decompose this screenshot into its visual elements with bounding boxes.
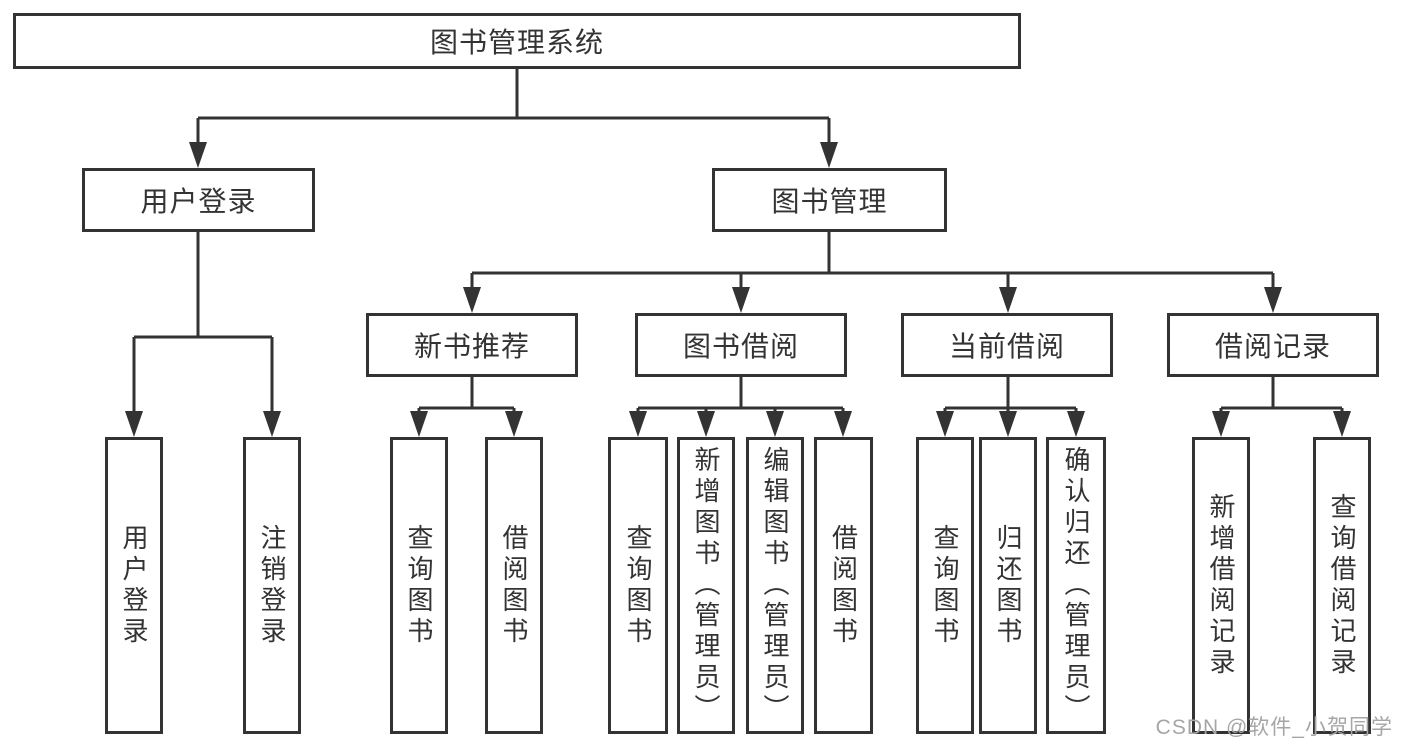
connector-root-to-level2 bbox=[196, 69, 831, 144]
arrow-down-icon bbox=[732, 287, 750, 313]
node-label: 归还图书 bbox=[993, 523, 1023, 648]
node-label: 借阅图书 bbox=[828, 523, 859, 648]
node-book-management: 图书管理 bbox=[712, 168, 947, 232]
node-label: 查询图书 bbox=[404, 523, 434, 648]
leaf-borrow-borrow-books: 借阅图书 bbox=[814, 437, 873, 734]
node-label: 新书推荐 bbox=[413, 331, 530, 362]
node-label: 用户登录 bbox=[140, 186, 257, 217]
node-label: 确认归还（管理员） bbox=[1061, 446, 1091, 725]
node-label: 查询图书 bbox=[930, 523, 960, 648]
leaf-recommend-borrow-books: 借阅图书 bbox=[485, 437, 543, 734]
node-label: 图书管理 bbox=[771, 186, 888, 217]
leaf-borrow-edit-books-admin: 编辑图书（管理员） bbox=[746, 437, 804, 734]
connector-bookmgmt-to-level3 bbox=[470, 232, 1275, 289]
connector-records-to-leaves bbox=[1219, 377, 1344, 413]
arrow-down-icon bbox=[766, 411, 784, 437]
arrow-down-icon bbox=[697, 411, 715, 437]
arrow-down-icon bbox=[999, 287, 1017, 313]
node-label: 图书管理系统 bbox=[429, 27, 604, 58]
node-label: 借阅记录 bbox=[1214, 331, 1331, 362]
node-book-borrow: 图书借阅 bbox=[635, 313, 847, 377]
node-label: 注销登录 bbox=[257, 523, 287, 648]
node-label: 借阅图书 bbox=[499, 523, 529, 648]
node-label: 图书借阅 bbox=[682, 331, 799, 362]
arrow-down-icon bbox=[505, 411, 523, 437]
node-borrow-records: 借阅记录 bbox=[1167, 313, 1379, 377]
arrow-down-icon bbox=[936, 411, 954, 437]
leaf-current-confirm-return-admin: 确认归还（管理员） bbox=[1046, 437, 1106, 734]
leaf-recommend-query-books: 查询图书 bbox=[390, 437, 448, 734]
arrow-down-icon bbox=[1212, 411, 1230, 437]
arrow-down-icon bbox=[263, 411, 281, 437]
arrow-down-icon bbox=[1264, 287, 1282, 313]
node-label: 当前借阅 bbox=[948, 331, 1065, 362]
arrow-down-icon bbox=[1067, 411, 1085, 437]
arrow-down-icon bbox=[410, 411, 428, 437]
arrow-down-icon bbox=[125, 411, 143, 437]
arrow-down-icon bbox=[1333, 411, 1351, 437]
leaf-user-login: 用户登录 bbox=[105, 437, 163, 734]
leaf-current-return-books: 归还图书 bbox=[979, 437, 1037, 734]
node-current-borrow: 当前借阅 bbox=[901, 313, 1113, 377]
connector-current-to-leaves bbox=[943, 377, 1078, 413]
leaf-current-query-books: 查询图书 bbox=[916, 437, 974, 734]
node-label: 新增图书（管理员） bbox=[691, 446, 721, 725]
leaf-borrow-query-books: 查询图书 bbox=[608, 437, 668, 734]
node-new-book-recommend: 新书推荐 bbox=[366, 313, 578, 377]
leaf-records-query-borrow-record: 查询借阅记录 bbox=[1313, 437, 1371, 734]
connector-recommend-to-leaves bbox=[417, 377, 516, 413]
arrow-down-icon bbox=[834, 411, 852, 437]
watermark: CSDN @软件_小贺同学 bbox=[1155, 716, 1393, 739]
leaf-borrow-add-books-admin: 新增图书（管理员） bbox=[677, 437, 735, 734]
arrow-down-icon bbox=[189, 142, 207, 168]
node-label: 新增借阅记录 bbox=[1206, 492, 1236, 679]
node-label: 用户登录 bbox=[119, 523, 149, 648]
connector-borrow-to-leaves bbox=[636, 377, 845, 413]
leaf-records-add-borrow-record: 新增借阅记录 bbox=[1192, 437, 1250, 734]
arrow-down-icon bbox=[820, 142, 838, 168]
node-label: 查询借阅记录 bbox=[1327, 492, 1357, 679]
arrow-down-icon bbox=[629, 411, 647, 437]
leaf-logout-login: 注销登录 bbox=[243, 437, 301, 734]
arrow-down-icon bbox=[999, 411, 1017, 437]
node-library-system: 图书管理系统 bbox=[13, 13, 1021, 69]
arrow-down-icon bbox=[463, 287, 481, 313]
node-label: 查询图书 bbox=[623, 523, 653, 648]
node-label: 编辑图书（管理员） bbox=[760, 446, 790, 725]
connector-userlogin-to-leaves bbox=[132, 232, 274, 413]
node-user-login: 用户登录 bbox=[82, 168, 315, 232]
